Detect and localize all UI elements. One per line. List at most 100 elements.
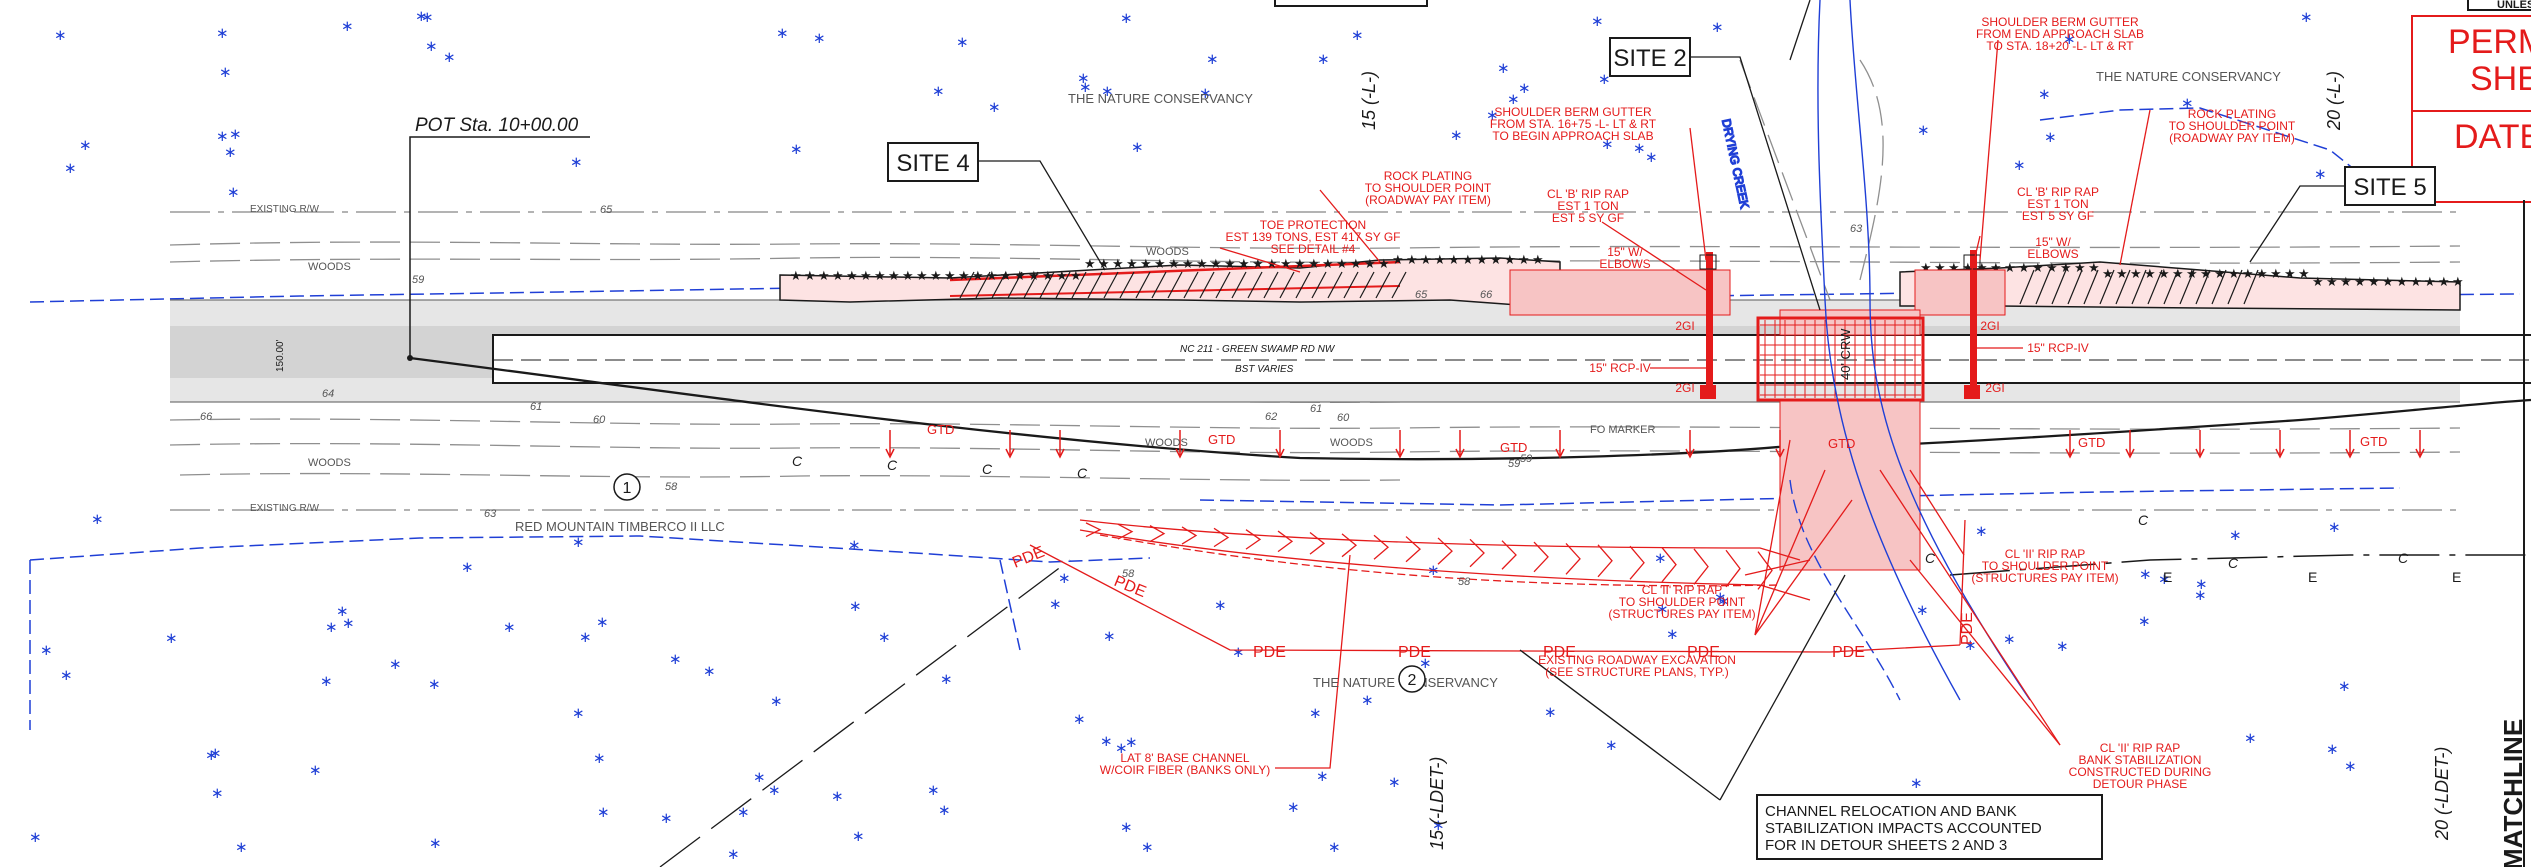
rock-star: ★ [1406, 252, 1418, 267]
rock-star: ★ [1364, 256, 1376, 271]
creek-contour-2 [1739, 59, 1831, 301]
rock-star: ★ [2214, 266, 2226, 281]
marsh-symbol: ∗ [2244, 730, 2257, 747]
pde-label-6: PDE [1687, 644, 1720, 661]
channel-chevron [1373, 534, 1389, 560]
channel-chevron [1501, 540, 1517, 570]
rock-star: ★ [888, 268, 900, 283]
gi-label-1: 2GI [1675, 319, 1694, 333]
callout-elbows-right: 15" W/ ELBOWS [2027, 235, 2078, 261]
boundary-lines [29, 107, 2521, 730]
ii-mid-line-3: (STRUCTURES PAY ITEM) [1608, 607, 1755, 621]
marsh-symbol: ∗ [224, 144, 237, 161]
contour-top-1 [169, 241, 2461, 249]
rock-left-line-1: ROCK PLATING [1384, 169, 1472, 183]
site2-label: SITE 2 [1613, 45, 1686, 72]
gutter-right-line-1: SHOULDER BERM GUTTER [1981, 15, 2139, 29]
rock-left-line-2: TO SHOULDER POINT [1365, 181, 1492, 195]
marsh-symbol: ∗ [848, 537, 861, 554]
hatch-line [1231, 271, 1247, 299]
callout-ii-right: CL 'II' RIP RAP TO SHOULDER POINT (STRUC… [1971, 547, 2118, 585]
rock-star: ★ [986, 268, 998, 283]
rock-star: ★ [2074, 260, 2086, 275]
hatch-line [1007, 271, 1023, 299]
embankment-hatch-right [2019, 269, 2259, 305]
rock-star: ★ [1448, 252, 1460, 267]
rock-star: ★ [1434, 252, 1446, 267]
rock-right-line-2: TO SHOULDER POINT [2169, 119, 2296, 133]
channel-line-1: LAT 8' BASE CHANNEL [1120, 751, 1250, 765]
site-leaders [978, 56, 2355, 801]
marsh-symbol: ∗ [2195, 576, 2208, 593]
marsh-symbol: ∗ [91, 511, 104, 528]
marsh-symbol: ∗ [389, 656, 402, 673]
c-letter-2: C [887, 457, 898, 473]
rock-star: ★ [1490, 252, 1502, 267]
marsh-symbol: ∗ [29, 829, 42, 846]
gtd-arrow-head [1005, 448, 1015, 459]
rock-star: ★ [2326, 274, 2338, 289]
marsh-symbol: ∗ [593, 750, 606, 767]
rock-right-line-1: ROCK PLATING [2188, 107, 2276, 121]
marsh-symbol: ∗ [309, 762, 322, 779]
woods-label-2: WOODS [308, 457, 351, 469]
rock-star: ★ [2284, 266, 2296, 281]
marsh-symbol: ∗ [219, 64, 232, 81]
gi-label-3: 2GI [1980, 319, 1999, 333]
channel-centerline [1099, 534, 1781, 587]
gtd-arrow-head [1275, 448, 1285, 459]
marsh-symbol: ∗ [849, 598, 862, 615]
toe-protection-line [949, 260, 1401, 282]
marsh-symbol: ∗ [940, 671, 953, 688]
marsh-symbol: ∗ [878, 629, 891, 646]
leader-rock-left [1319, 189, 1381, 263]
rcp-left-label: 15" RCP-IV [1589, 361, 1651, 375]
rock-plating-stars-right: ★★★★★★★★★★★★★★★★★★★★★★★★★★★★★★★★★★★★★★★ [1920, 260, 2464, 289]
marsh-symbol: ∗ [1598, 71, 1611, 88]
marsh-symbol: ∗ [1125, 734, 1138, 751]
gtd-label-3: GTD [1500, 440, 1527, 455]
toe-line-2: EST 139 TONS, EST 417 SY GF [1226, 230, 1401, 244]
channel-chevron [1117, 523, 1134, 540]
c-letter-3: C [982, 461, 993, 477]
easement-line-right [1949, 554, 2531, 576]
excavation-line-1: EXISTING ROADWAY EXCAVATION [1538, 653, 1736, 667]
site5-embankment: ★★★★★★★★★★★★★★★★★★★★★★★★★★★★★★★★★★★★★★★ [1899, 260, 2464, 311]
pde-label-4: PDE [1398, 644, 1431, 661]
c-letter-8: C [2398, 550, 2409, 566]
site2-box [1609, 37, 1691, 77]
marsh-symbol: ∗ [2194, 587, 2207, 604]
marsh-symbol: ∗ [2056, 638, 2069, 655]
leader-ii-right [1909, 469, 1965, 556]
woods-label-1: WOODS [308, 261, 351, 273]
contour-label-4: 61 [530, 401, 542, 413]
marsh-symbol: ∗ [1214, 597, 1227, 614]
marsh-symbol: ∗ [956, 34, 969, 51]
rock-star: ★ [958, 268, 970, 283]
channel-chevron [1405, 536, 1421, 563]
hatch-line [1215, 271, 1231, 299]
channel-chevrons [1085, 522, 1773, 590]
hatch-line [1103, 271, 1119, 299]
rock-right-line-3: (ROADWAY PAY ITEM) [2169, 131, 2295, 145]
leader-rip-right [1971, 235, 1981, 271]
contour-label-13: 58 [1458, 576, 1471, 588]
rock-star: ★ [1126, 256, 1138, 271]
contour-bottom-3 [169, 442, 2461, 454]
road-labels: NC 211 - GREEN SWAMP RD NW BST VARIES 15… [250, 204, 1655, 514]
unless-text: UNLESS A [2497, 0, 2531, 11]
hatch-line [2019, 269, 2035, 305]
callout-gutter-left: SHOULDER BERM GUTTER FROM STA. 16+75 -L-… [1490, 105, 1657, 143]
gtd-arrow-head [1685, 448, 1695, 459]
leader-site2 [1690, 56, 1821, 311]
station-ldet20: 20 (-LDET-) [2432, 747, 2452, 841]
note-line-2: STABILIZATION IMPACTS ACCOUNTED [1765, 820, 2042, 837]
leader-gutter-left [1689, 127, 1707, 261]
rock-star: ★ [846, 268, 858, 283]
callout-rip-left: CL 'B' RIP RAP EST 1 TON EST 5 SY GF [1547, 187, 1629, 225]
wetland-boundary-top-left [29, 287, 1001, 303]
marsh-symbol: ∗ [1073, 711, 1086, 728]
riprap-zone-right-upper [1914, 269, 2006, 316]
contour-label-15: 65 [1415, 289, 1428, 301]
rock-star: ★ [1140, 256, 1152, 271]
